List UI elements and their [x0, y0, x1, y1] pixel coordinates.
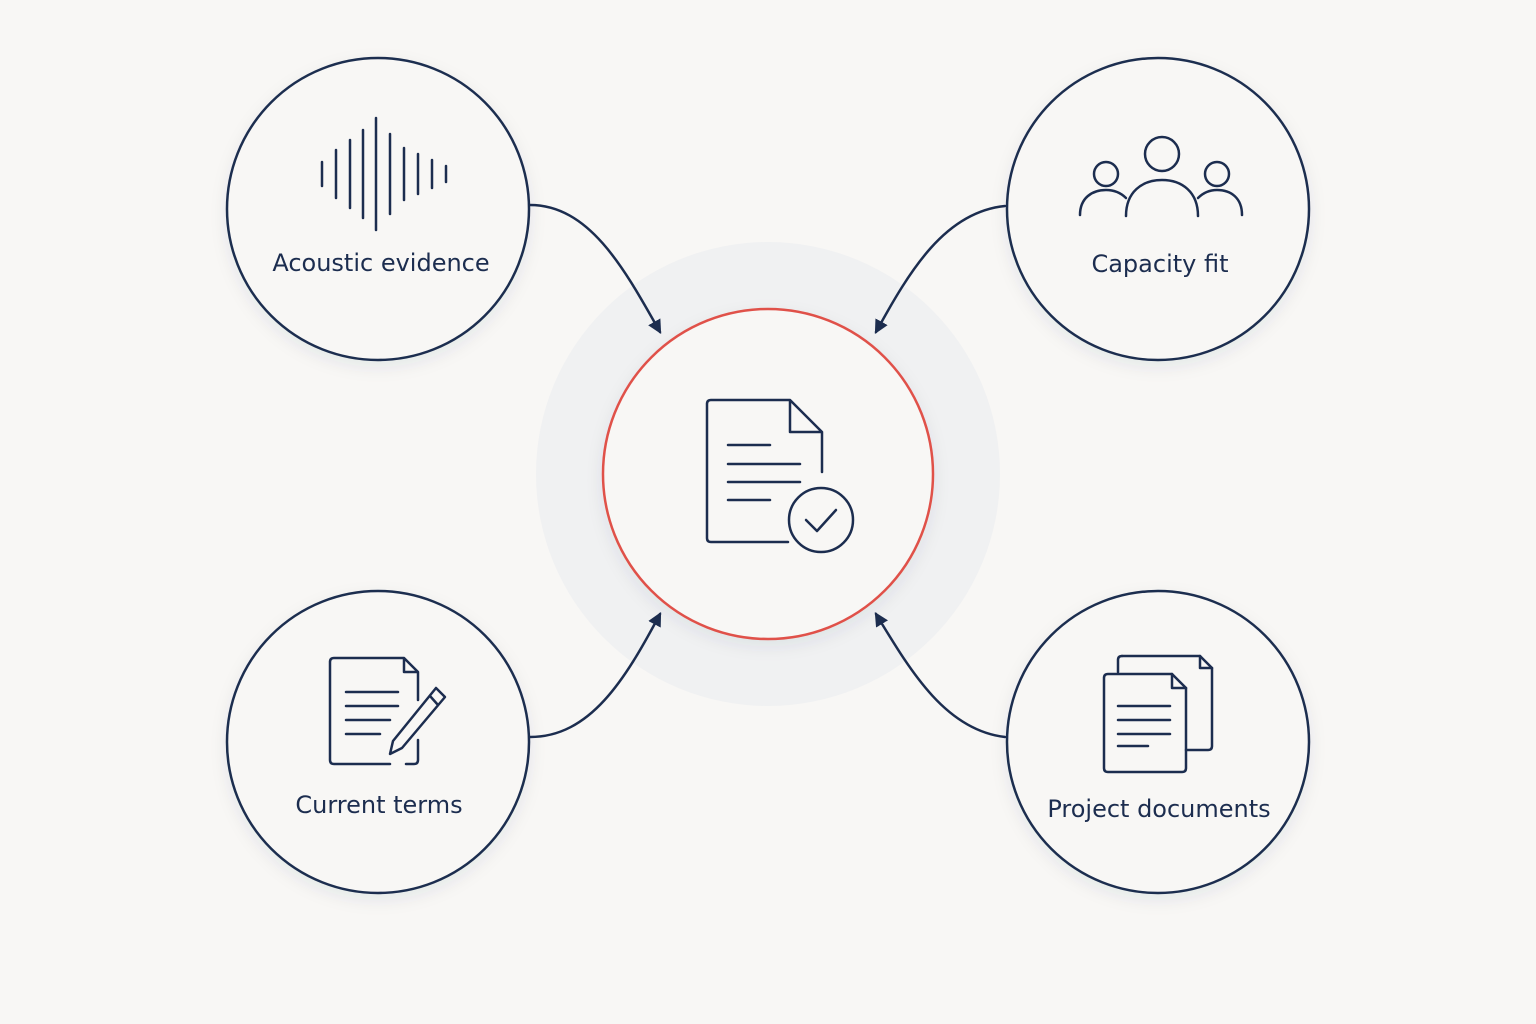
node-capacity-fit: Capacity fit — [1005, 56, 1311, 362]
node-circle — [225, 56, 531, 362]
connector-capacity — [874, 204, 1007, 335]
node-label-documents: Project documents — [1047, 795, 1270, 823]
node-label-capacity: Capacity fit — [1091, 250, 1228, 278]
node-label-acoustic: Acoustic evidence — [272, 249, 489, 277]
node-circle — [225, 589, 531, 895]
node-project-documents: Project documents — [1005, 589, 1311, 895]
hub-circle — [601, 307, 935, 641]
node-current-terms: Current terms — [225, 589, 531, 895]
document-edit-icon — [328, 656, 447, 766]
connector-documents — [874, 612, 1007, 739]
hub-node — [601, 307, 935, 641]
connectors — [528, 203, 1007, 739]
connector-acoustic — [528, 203, 662, 335]
node-acoustic-evidence: Acoustic evidence — [225, 56, 531, 362]
node-circle — [1005, 589, 1311, 895]
document-check-icon — [705, 398, 855, 554]
connector-terms — [528, 611, 662, 739]
documents-stack-icon — [1102, 654, 1214, 774]
node-circle — [1005, 56, 1311, 362]
people-group-icon — [1078, 135, 1244, 218]
node-label-terms: Current terms — [295, 791, 462, 819]
sound-wave-icon — [320, 116, 448, 232]
